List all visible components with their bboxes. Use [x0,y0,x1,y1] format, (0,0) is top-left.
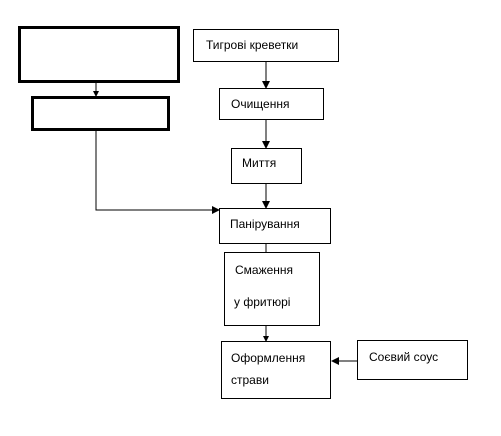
node-plating: Оформлення страви [221,341,331,399]
node-tiger-shrimp: Тигрові креветки [193,29,339,62]
node-deep-frying-line1: Смаження [235,263,294,277]
node-breading: Панірування [219,208,331,244]
node-washing-label: Миття [242,156,277,170]
node-cleaning: Очищення [219,88,324,120]
blank-box-second [31,96,170,131]
arrow-blank-second-to-breading [95,131,220,214]
node-tiger-shrimp-label: Тигрові креветки [206,38,299,52]
node-washing: Миття [231,148,302,184]
node-breading-label: Панірування [230,217,300,231]
node-plating-line2: страви [231,373,269,387]
node-deep-frying-line2: у фритюрі [234,295,291,309]
blank-box-top [18,26,180,83]
node-plating-line1: Оформлення [231,351,306,365]
node-cleaning-label: Очищення [231,97,290,111]
node-soy-sauce-label: Соєвий соус [369,350,439,364]
node-deep-frying: Смаження у фритюрі [224,252,320,326]
node-soy-sauce: Соєвий соус [357,340,468,380]
